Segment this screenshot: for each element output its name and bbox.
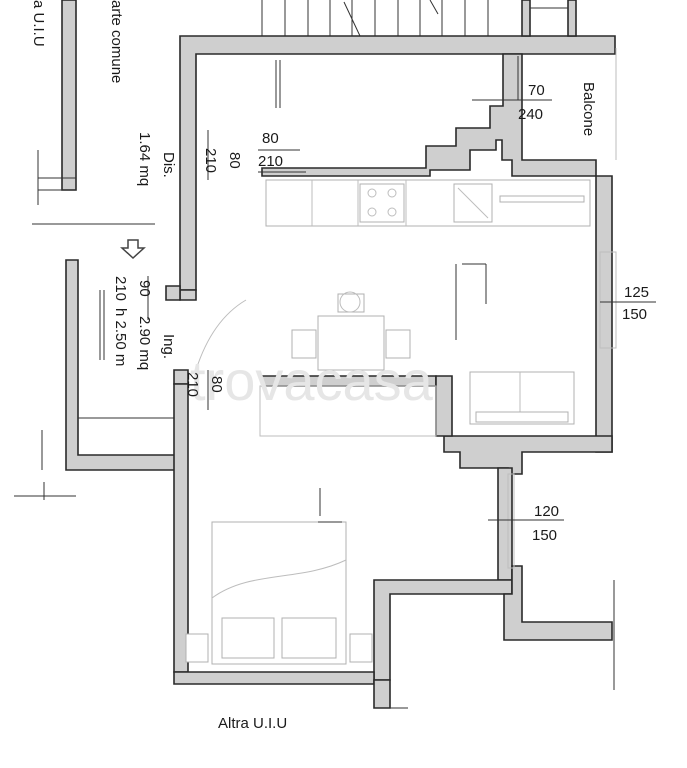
bedroom-window-width: 120 (534, 503, 559, 520)
sofa (469, 371, 575, 425)
entrance-room-height: h 2.50 m (112, 308, 129, 366)
staircase (261, 0, 489, 37)
bedroom-door-height: 210 (184, 372, 201, 397)
label-top-left-unit: a U.I.U (30, 0, 47, 47)
entrance-room-name: Ing. (160, 334, 177, 359)
dimension-lines (147, 99, 656, 521)
living-window-height: 150 (622, 306, 647, 323)
label-shared-part: arte comune (108, 0, 125, 83)
entrance-area: 2.90 mq (136, 316, 153, 370)
entrance-arrow (120, 239, 146, 260)
bedroom-door-width: 80 (208, 376, 225, 393)
dis-room-area: 1.64 mq (136, 132, 153, 186)
living-window-width: 125 (624, 284, 649, 301)
bedroom-window-height: 150 (532, 527, 557, 544)
balcony-door-width: 70 (528, 82, 545, 99)
label-balcony: Balcone (580, 82, 597, 136)
dis-room-name: Dis. (160, 152, 177, 178)
bed (185, 521, 373, 665)
dining-table (291, 291, 411, 371)
label-other-unit-bottom: Altra U.I.U (218, 715, 287, 732)
dis-door-width: 80 (226, 152, 243, 169)
kitchen-door-width: 80 (262, 130, 279, 147)
windows (507, 48, 617, 569)
entrance-door-width: 90 (136, 280, 153, 297)
dis-door-height: 210 (202, 148, 219, 173)
entrance-door-height: 210 (112, 276, 129, 301)
kitchen-door-height: 210 (258, 153, 283, 170)
kitchen-counter (265, 179, 591, 227)
watermark: trovacasa (190, 349, 434, 412)
neighbour-walls-left (14, 0, 179, 500)
balcony-door-height: 240 (518, 106, 543, 123)
doors (99, 60, 487, 523)
walls (165, 0, 617, 709)
